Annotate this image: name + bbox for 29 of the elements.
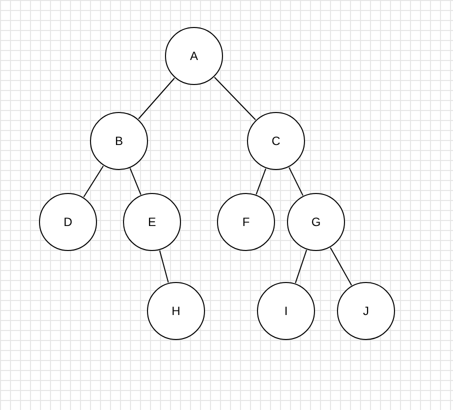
tree-node-circle <box>165 27 223 85</box>
tree-edge-line <box>256 168 266 195</box>
node-label: B <box>114 134 123 148</box>
node-label: D <box>64 215 72 229</box>
node-label: E <box>148 215 156 229</box>
tree-node-circle <box>123 193 181 251</box>
tree-node-circle <box>247 112 305 170</box>
tree-node-circle <box>90 112 148 170</box>
tree-node-circle <box>287 193 345 251</box>
tree-node-circle <box>257 282 315 340</box>
tree-edge-line <box>159 250 169 284</box>
tree-edge-line <box>288 166 304 196</box>
tree-edge-line <box>130 168 142 196</box>
tree-node-circle <box>39 193 97 251</box>
node-label: H <box>172 304 180 318</box>
tree-node-circle <box>217 193 275 251</box>
tree-edge-line <box>330 247 352 286</box>
node-label: G <box>311 215 321 229</box>
tree-node-circle <box>147 282 205 340</box>
node-label: J <box>363 304 369 318</box>
node-label: A <box>190 49 198 63</box>
tree-edge-line <box>138 78 175 120</box>
tree-edge-line <box>214 76 256 120</box>
node-label: I <box>284 304 288 318</box>
node-label: F <box>242 215 250 229</box>
tree-edge-line <box>83 165 104 198</box>
tree-edge-line <box>294 249 308 284</box>
node-label: C <box>272 134 280 148</box>
tree-node-circle <box>337 282 395 340</box>
